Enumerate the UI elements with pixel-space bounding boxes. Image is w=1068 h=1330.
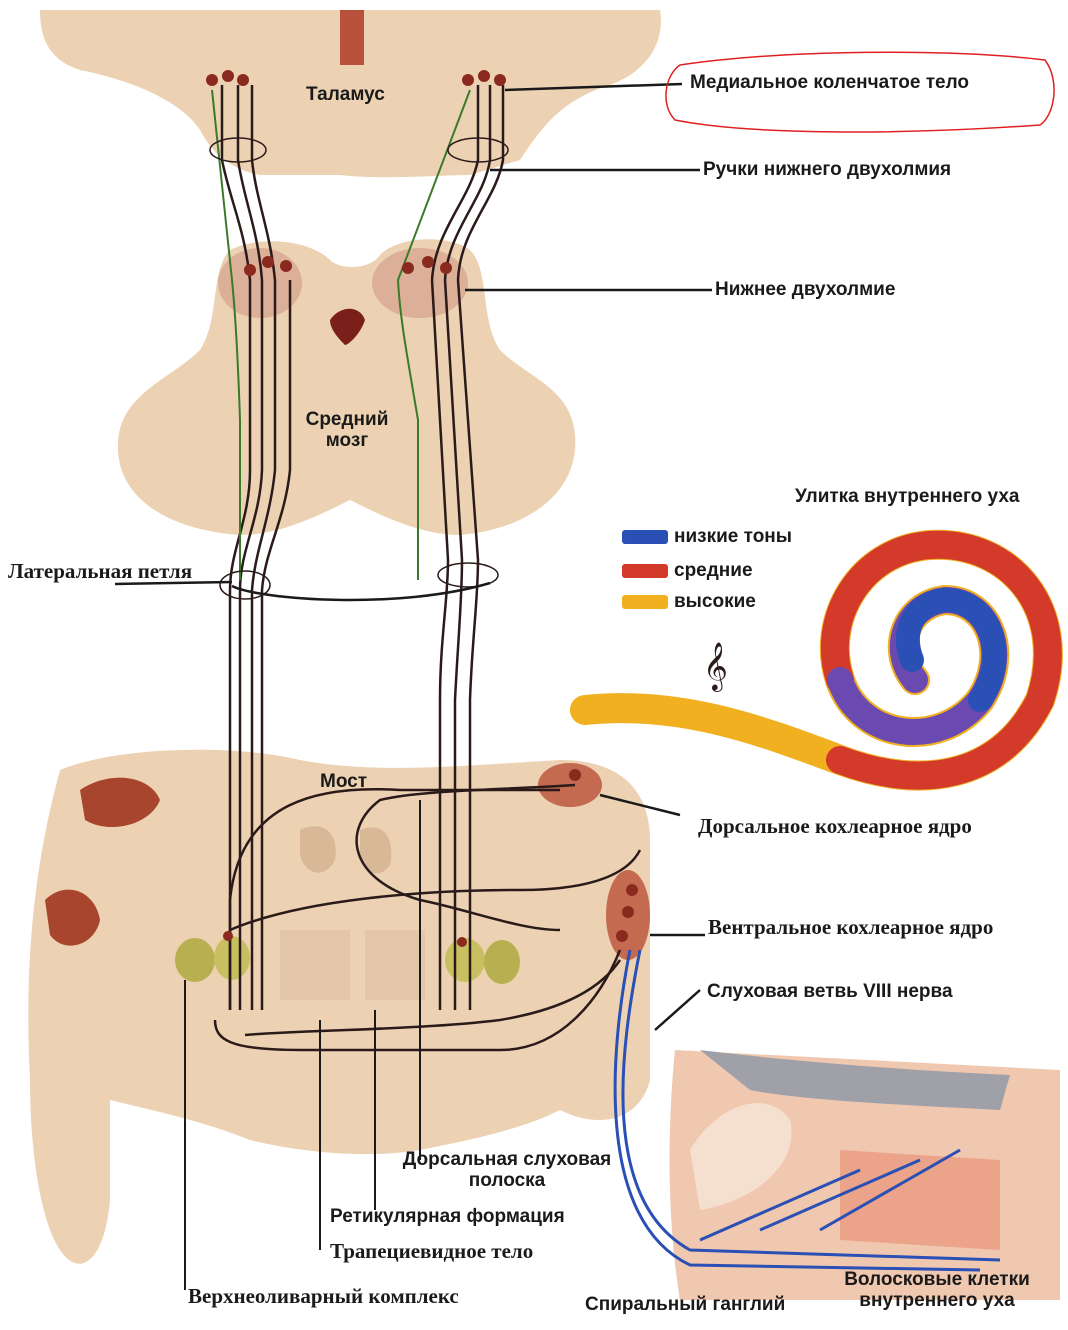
legend-label-high: высокие (674, 591, 756, 613)
label-lateral-lemniscus: Латеральная петля (8, 560, 192, 583)
legend-swatch-high (622, 595, 668, 609)
label-spiral-ganglion: Спиральный ганглий (585, 1295, 785, 1316)
label-dorsal-cochlear-nucleus: Дорсальное кохлеарное ядро (698, 815, 972, 838)
reticular-area-right (365, 930, 425, 1000)
label-ventral-cochlear-nucleus: Вентральное кохлеарное ядро (708, 916, 993, 939)
legend-swatch-mid (622, 564, 668, 578)
label-inferior-colliculus-arm: Ручки нижнего двухолмия (703, 160, 951, 181)
thalamus-fissure (340, 10, 364, 65)
legend-label-mid: средние (674, 560, 753, 582)
label-thalamus: Таламус (306, 85, 385, 106)
superior-olive-left-2 (214, 936, 250, 980)
label-trapezoid-body: Трапециевидное тело (330, 1240, 533, 1263)
label-medial-geniculate: Медиальное коленчатое тело (690, 73, 969, 94)
superior-olive-right-2 (484, 940, 520, 984)
label-inferior-colliculus: Нижнее двухолмие (715, 280, 895, 301)
legend-swatch-low (622, 530, 668, 544)
legend-item-low: низкие тоны (622, 526, 792, 548)
midbrain-shape (118, 239, 575, 535)
treble-clef-icon: 𝄞 (703, 641, 728, 692)
inferior-colliculus-right (372, 248, 468, 318)
reticular-area-left (280, 930, 350, 1000)
legend-label-low: низкие тоны (674, 526, 792, 548)
legend-item-mid: средние (622, 560, 753, 582)
label-dorsal-auditory-stria: Дорсальная слуховая полоска (382, 1150, 632, 1192)
label-midbrain: Средний мозг (292, 410, 402, 452)
legend-item-high: высокие (622, 591, 756, 613)
superior-olive-left (175, 938, 215, 982)
label-hair-cells: Волосковые клетки внутреннего уха (822, 1270, 1052, 1312)
label-reticular-formation: Ретикулярная формация (330, 1207, 565, 1228)
label-pons: Мост (320, 772, 367, 793)
label-superior-olivary: Верхнеоливарный комплекс (188, 1285, 459, 1308)
label-auditory-branch: Слуховая ветвь VIII нерва (707, 982, 953, 1003)
label-cochlea: Улитка внутреннего уха (795, 487, 1019, 508)
